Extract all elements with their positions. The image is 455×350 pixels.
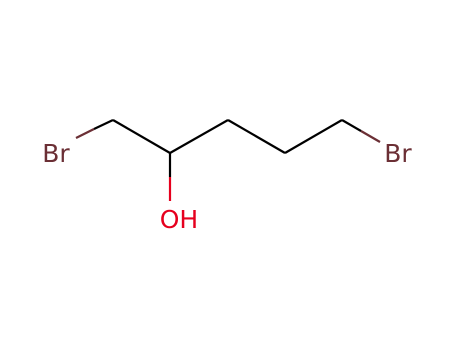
bond-c2-c3 (169, 119, 229, 154)
bond-br1-c1 (75, 119, 114, 139)
bond-c3-c4 (227, 119, 286, 154)
atom-label-br-left: Br (42, 139, 70, 168)
bond-c5-br2 (341, 119, 381, 143)
atom-label-oh: OH (160, 205, 198, 234)
bond-c1-c2 (112, 119, 171, 154)
bond-c4-c5 (284, 119, 343, 154)
atom-label-br-right: Br (384, 139, 412, 168)
